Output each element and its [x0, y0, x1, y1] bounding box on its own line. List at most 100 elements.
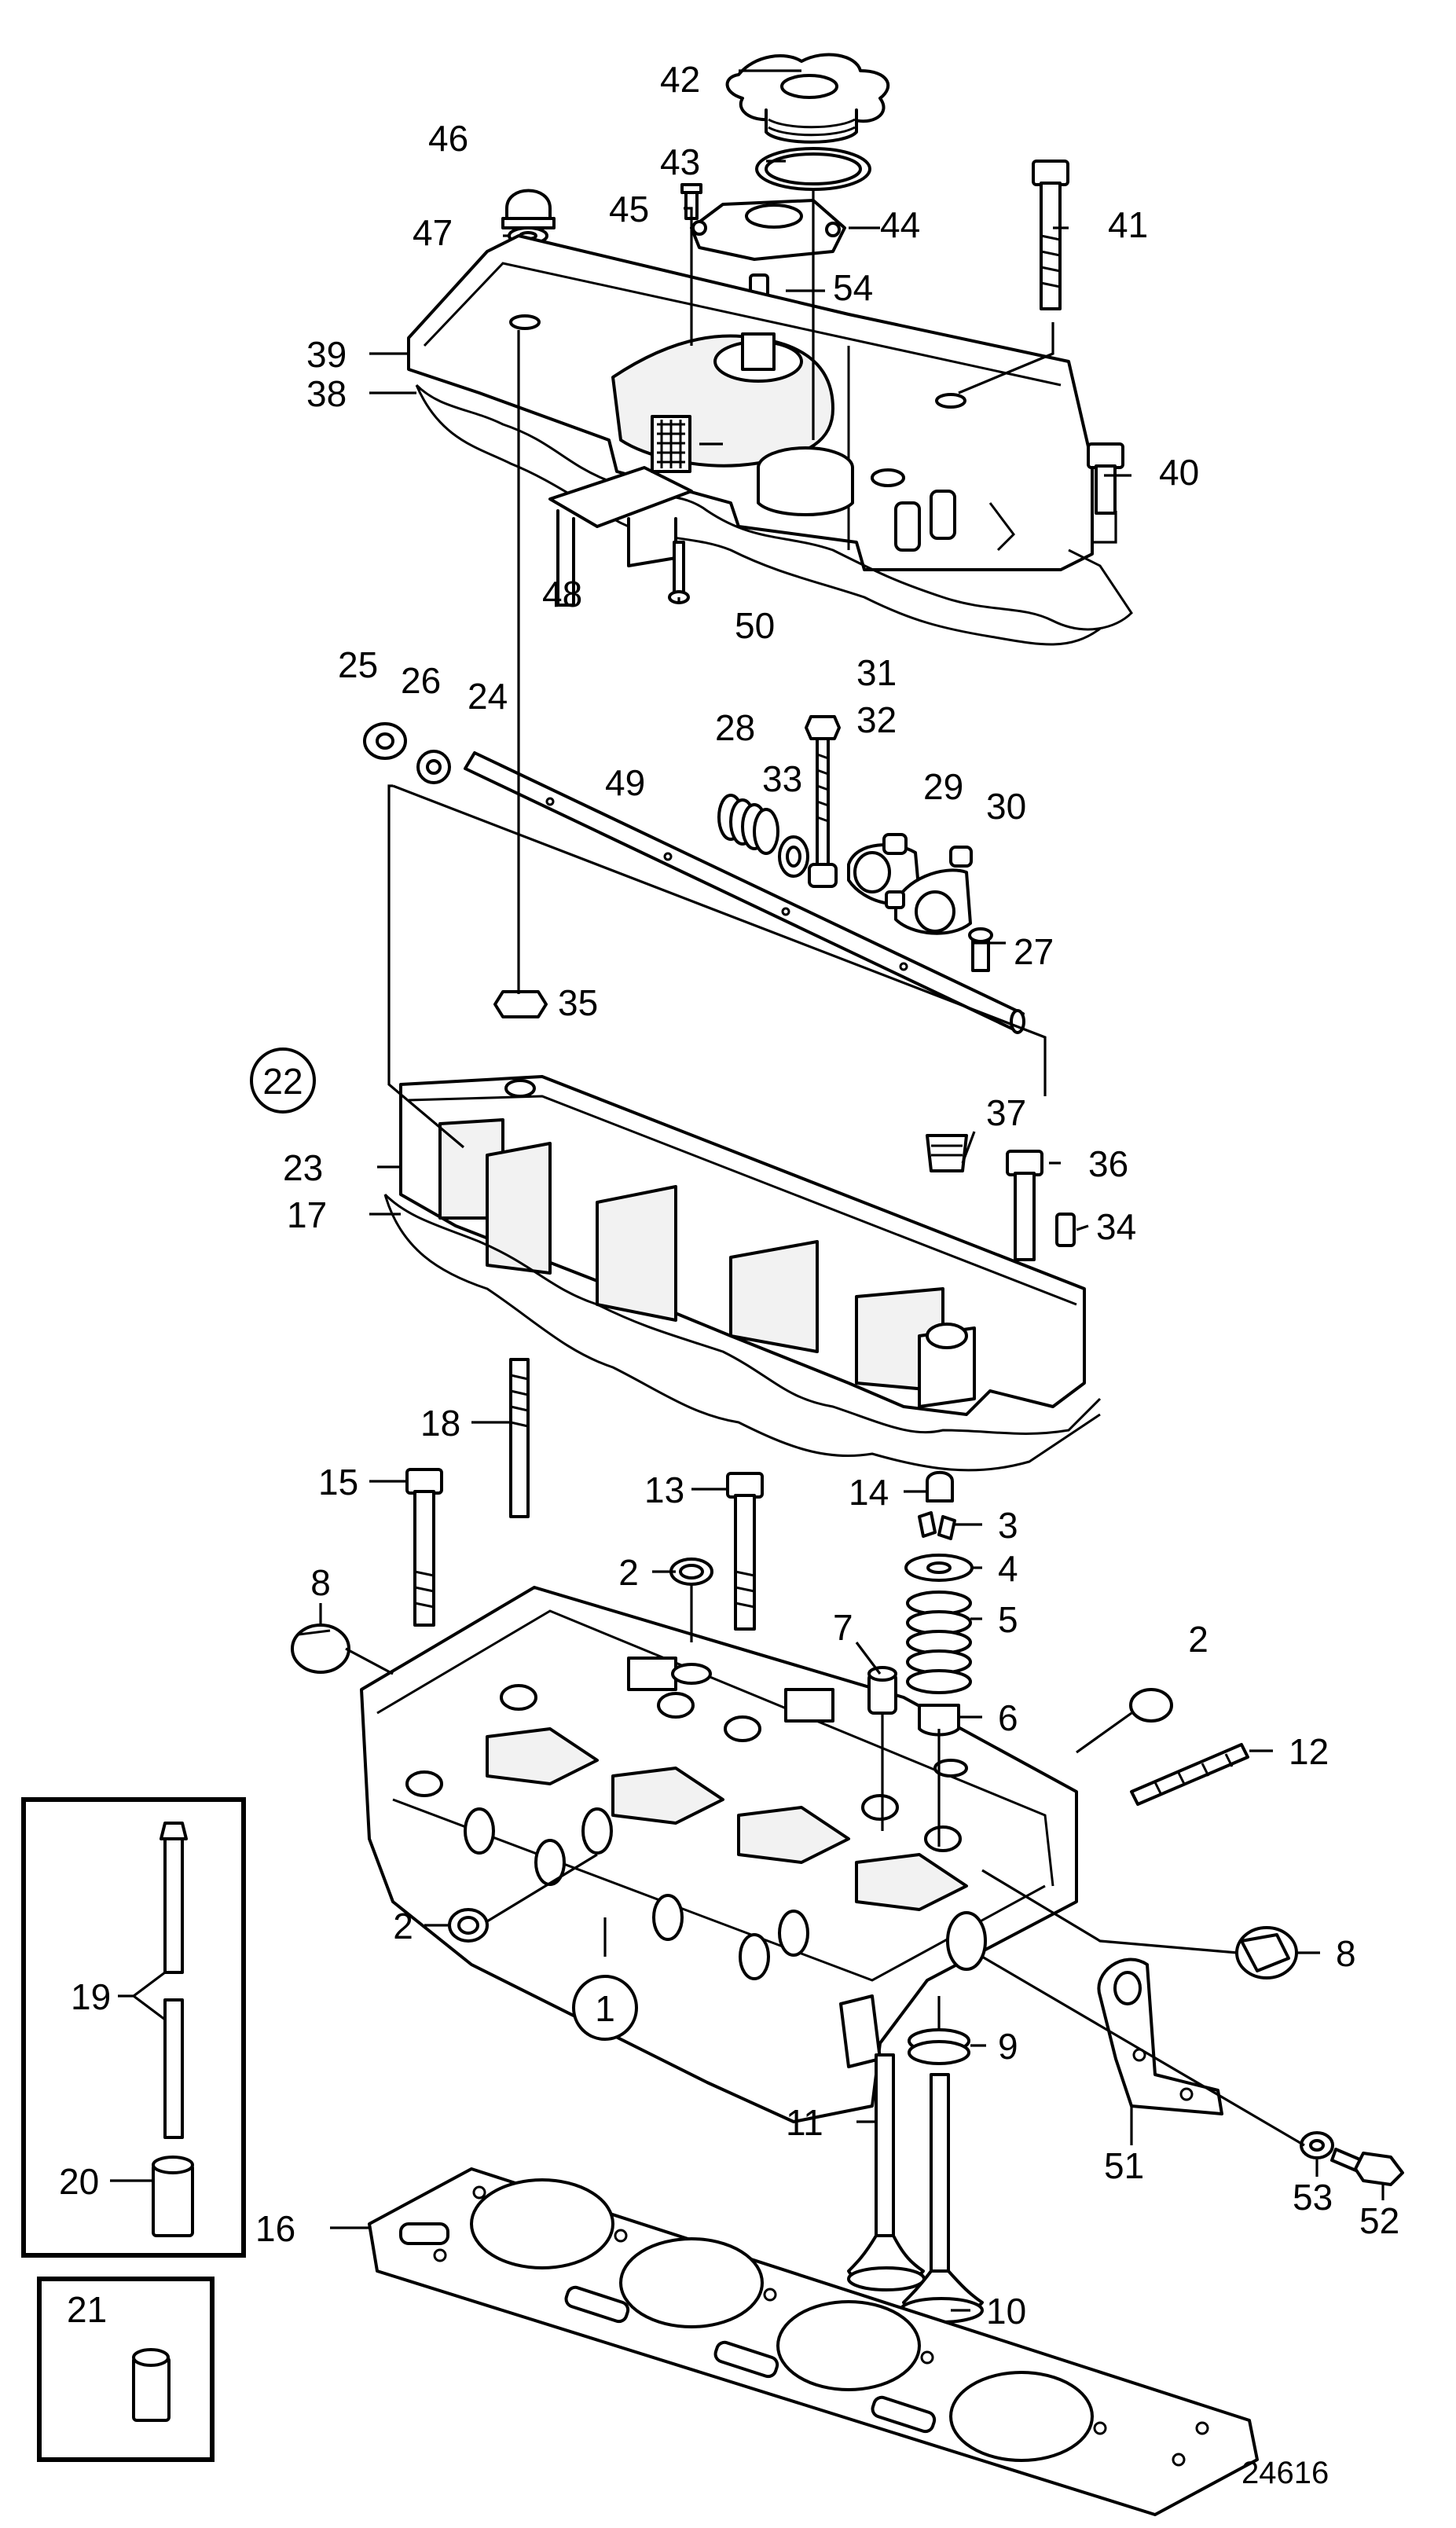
rocker-cover-gasket: [415, 383, 1133, 646]
bolt-52: [1330, 2148, 1404, 2186]
callout-42: 42: [660, 59, 700, 100]
callout-49: 49: [605, 762, 645, 803]
callout-labels: 1 2 2 2 3 4 5 6 7 8 8 9 10 11 12 13 14 1…: [59, 59, 1399, 2490]
push-rods-19: [160, 1822, 188, 2139]
dowel-pin-34: [1055, 1213, 1076, 1247]
rocker-arm-30: [885, 846, 973, 935]
sleeve-20: [152, 2156, 194, 2237]
callout-20: 20: [59, 2161, 99, 2202]
callout-41: 41: [1108, 204, 1148, 245]
spring-retainer-4: [904, 1554, 974, 1582]
head-bolt-13: [726, 1472, 764, 1631]
callout-29: 29: [923, 766, 963, 807]
callout-44: 44: [880, 204, 920, 245]
callout-34: 34: [1096, 1206, 1136, 1247]
callout-3: 3: [998, 1505, 1018, 1546]
callout-5: 5: [998, 1599, 1018, 1640]
intake-valve-10: [899, 2073, 984, 2324]
callout-10: 10: [986, 2291, 1026, 2332]
callout-50: 50: [735, 605, 775, 646]
filter-element-50: [651, 415, 691, 473]
washer-53: [1300, 2131, 1334, 2159]
callout-40: 40: [1159, 452, 1199, 493]
screw-27: [968, 927, 993, 972]
filler-cap-o-ring: [755, 147, 871, 191]
callout-17: 17: [287, 1194, 327, 1235]
rocker-bracket-51: [1097, 1957, 1223, 2115]
callout-6: 6: [998, 1697, 1018, 1738]
stud-12: [1130, 1743, 1249, 1806]
callout-22: 22: [262, 1061, 303, 1102]
stud-18: [509, 1358, 530, 1518]
callout-2-left: 2: [393, 1906, 413, 1946]
callout-circle-1: [572, 1975, 638, 2041]
small-screw-45: [680, 183, 702, 220]
callout-31: 31: [856, 652, 897, 693]
callout-13: 13: [644, 1469, 684, 1510]
callout-33: 33: [762, 758, 802, 799]
callout-11: 11: [786, 2102, 823, 2143]
exhaust-valve-11: [847, 2053, 926, 2291]
adjusting-screw-32: [808, 737, 838, 888]
nut-35: [493, 990, 548, 1018]
callout-1: 1: [595, 1988, 615, 2029]
callout-21: 21: [67, 2289, 107, 2330]
seal-ring-2-top: [669, 1558, 713, 1586]
callout-7: 7: [833, 1607, 853, 1648]
callout-36: 36: [1088, 1143, 1128, 1184]
washer-33: [778, 835, 809, 878]
oil-filler-cap: [725, 53, 890, 144]
valve-seat-insert-9: [908, 2028, 970, 2065]
callout-48: 48: [542, 574, 582, 615]
callout-15: 15: [318, 1462, 358, 1502]
shaft-plug-25: [363, 722, 407, 760]
callout-18: 18: [420, 1403, 460, 1444]
figure-number: 24616: [1241, 2456, 1329, 2490]
callout-12: 12: [1289, 1731, 1329, 1772]
spring-washer-26: [416, 750, 451, 784]
callout-51: 51: [1104, 2145, 1144, 2186]
seal-ring-2-right: [1129, 1688, 1173, 1723]
callout-38: 38: [306, 373, 347, 414]
filler-neck-flange: [690, 199, 846, 261]
oil-deflector-bracket-48: [548, 466, 693, 607]
bolt-36: [1006, 1150, 1043, 1261]
bracket-gasket-17: [383, 1193, 1102, 1472]
rocker-shaft-24: [464, 751, 1025, 1034]
long-bolt-41: [1032, 160, 1069, 310]
callout-52: 52: [1359, 2200, 1399, 2241]
callout-16: 16: [255, 2208, 295, 2249]
callout-2-top: 2: [618, 1552, 639, 1593]
spacer-spring-28: [717, 794, 779, 855]
cylinder-head: [360, 1586, 1078, 2123]
callout-19: 19: [71, 1976, 111, 2017]
valve-stem-seal-6: [918, 1704, 960, 1737]
callout-28: 28: [715, 707, 755, 748]
valve-collet-3: [918, 1511, 956, 1540]
callout-47: 47: [413, 212, 453, 253]
plug-37: [926, 1134, 968, 1172]
callout-26: 26: [401, 660, 441, 701]
seal-ring-2-left: [448, 1908, 489, 1943]
callout-45: 45: [609, 189, 649, 229]
callout-32: 32: [856, 699, 897, 740]
callout-37: 37: [986, 1092, 1026, 1133]
callout-8-left: 8: [310, 1562, 331, 1603]
callout-39: 39: [306, 334, 347, 375]
callout-43: 43: [660, 141, 700, 182]
callout-4: 4: [998, 1548, 1018, 1589]
adapter-21: [132, 2348, 171, 2422]
callout-9: 9: [998, 2026, 1018, 2067]
inset-box-21: [37, 2277, 215, 2462]
rocker-bracket-23: [399, 1075, 1086, 1416]
callout-25: 25: [338, 644, 378, 685]
lock-nut-31: [805, 715, 841, 740]
callout-27: 27: [1014, 931, 1054, 972]
callout-14: 14: [849, 1472, 889, 1513]
valve-spring-5: [906, 1591, 972, 1694]
callout-24: 24: [468, 676, 508, 717]
callout-23: 23: [283, 1147, 323, 1188]
bolt-40: [1087, 442, 1124, 515]
